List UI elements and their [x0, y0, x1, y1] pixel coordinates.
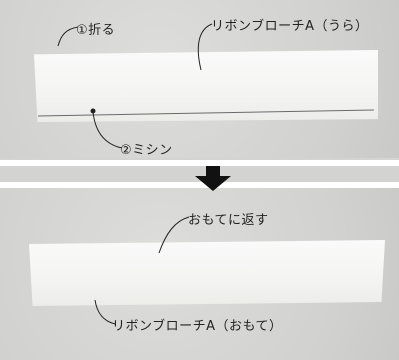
label-sew: ②ミシン: [120, 143, 173, 158]
down-arrow-icon: [195, 166, 231, 191]
label-front-side: リボンブローチA（おもて）: [112, 319, 283, 334]
label-turn: おもてに返す: [188, 213, 269, 228]
ribbon-reverse-side: [34, 50, 378, 122]
divider-top: [0, 160, 399, 166]
divider-bottom: [0, 182, 399, 188]
label-reverse-side: リボンブローチA（うら）: [211, 19, 369, 34]
label-fold: ①折る: [76, 23, 116, 38]
ribbon-front-side: [29, 240, 385, 306]
